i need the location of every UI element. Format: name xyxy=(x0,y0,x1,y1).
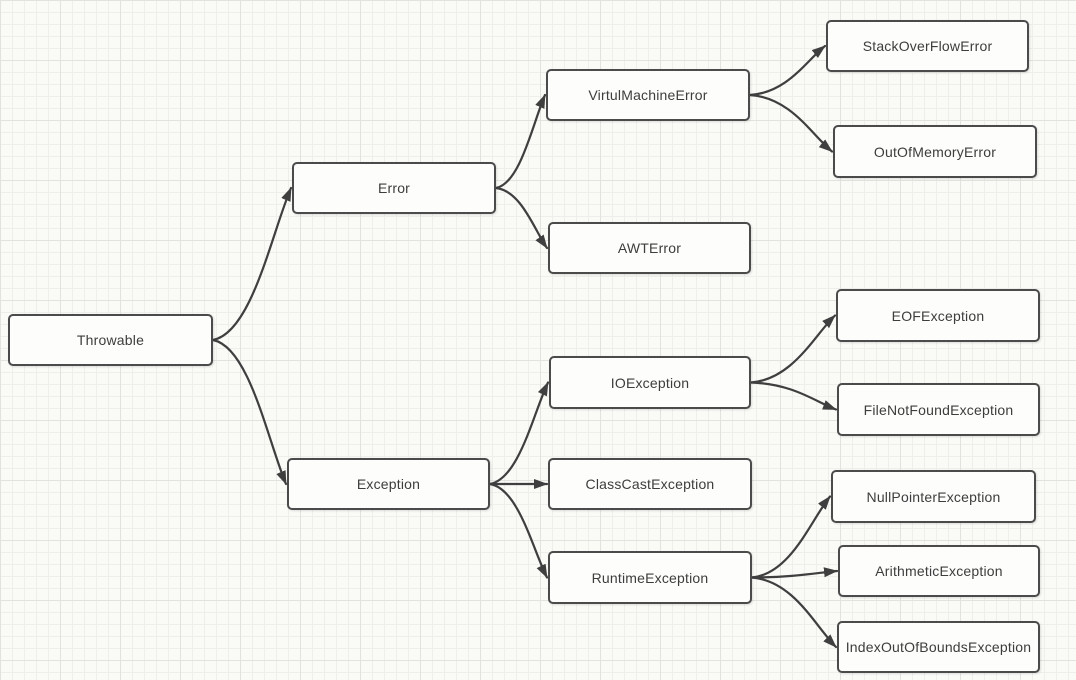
node-stackoverflowerror: StackOverFlowError xyxy=(826,20,1029,72)
node-classcastexception: ClassCastException xyxy=(548,458,752,510)
node-arithmeticexception: ArithmeticException xyxy=(838,545,1040,597)
node-outofmemoryerror: OutOfMemoryError xyxy=(833,125,1037,178)
node-awterror: AWTError xyxy=(548,222,751,274)
node-exception: Exception xyxy=(287,458,490,510)
node-label: RuntimeException xyxy=(591,569,709,586)
node-label: AWTError xyxy=(617,240,682,256)
node-indexoutofboundsexception: IndexOutOfBoundsException xyxy=(837,621,1040,673)
edge-exception-to-ioexception xyxy=(488,381,550,486)
node-throwable: Throwable xyxy=(8,314,213,366)
edge-exception-to-runtimeexception xyxy=(488,482,549,579)
node-ioexception: IOException xyxy=(549,356,751,409)
node-label: VirtulMachineError xyxy=(588,87,708,103)
edge-runtimeexception-to-indexoutofboundsexception xyxy=(750,576,838,649)
node-label: IOException xyxy=(610,374,690,391)
node-label: Exception xyxy=(356,476,421,492)
edge-virtulmachineerror-to-stackoverflowerror xyxy=(748,44,827,97)
node-label: NullPointerException xyxy=(866,488,1001,505)
node-label: StackOverFlowError xyxy=(862,38,993,54)
edge-virtulmachineerror-to-outofmemoryerror xyxy=(748,93,834,153)
node-filenotfoundexception: FileNotFoundException xyxy=(837,383,1040,436)
edge-runtimeexception-to-nullpointerexception xyxy=(750,495,832,579)
edge-ioexception-to-filenotfoundexception xyxy=(749,381,838,411)
node-error: Error xyxy=(292,162,496,214)
node-label: Error xyxy=(377,180,411,196)
node-label: ArithmeticException xyxy=(875,563,1003,579)
node-label: FileNotFoundException xyxy=(863,401,1014,418)
edge-error-to-virtulmachineerror xyxy=(494,93,547,190)
edge-throwable-to-exception xyxy=(211,338,288,486)
node-label: IndexOutOfBoundsException xyxy=(845,639,1032,655)
node-label: OutOfMemoryError xyxy=(873,143,997,160)
node-virtulmachineerror: VirtulMachineError xyxy=(546,69,750,121)
node-label: EOFException xyxy=(891,307,985,324)
node-label: Throwable xyxy=(76,332,145,348)
node-label: ClassCastException xyxy=(585,476,715,492)
edges-group xyxy=(211,44,839,649)
edge-runtimeexception-to-arithmeticexception xyxy=(750,567,839,579)
node-nullpointerexception: NullPointerException xyxy=(831,470,1036,523)
node-eofexception: EOFException xyxy=(836,289,1040,342)
edge-ioexception-to-eofexception xyxy=(749,314,837,384)
edge-throwable-to-error xyxy=(211,186,293,342)
node-runtimeexception: RuntimeException xyxy=(548,551,752,604)
edge-error-to-awterror xyxy=(494,186,549,250)
